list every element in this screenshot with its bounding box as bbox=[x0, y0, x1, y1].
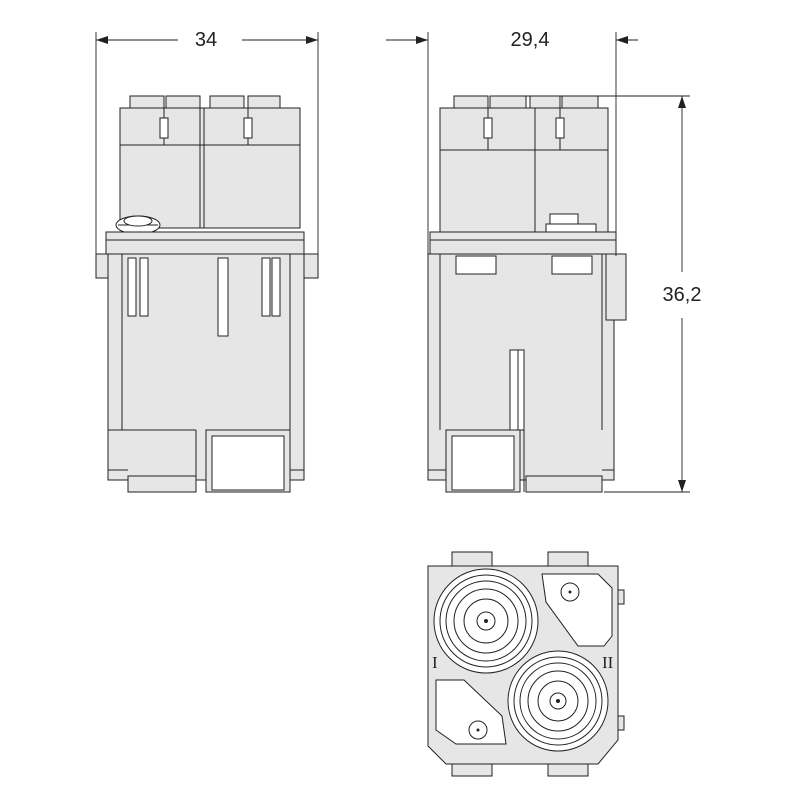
dimension-width-side: 29,4 bbox=[386, 29, 638, 256]
contact-label-1: I bbox=[432, 653, 438, 672]
side-terminal-block bbox=[439, 95, 609, 233]
top-view-tab bbox=[451, 551, 493, 567]
side-flange-plate bbox=[429, 231, 617, 241]
coax-contact-2 bbox=[507, 650, 609, 752]
front-screw bbox=[115, 215, 161, 235]
front-terminal-block bbox=[119, 95, 301, 229]
dimension-label-36-2: 36,2 bbox=[663, 284, 702, 306]
side-body bbox=[427, 253, 627, 493]
front-body bbox=[95, 253, 319, 493]
dimension-label-29-4: 29,4 bbox=[511, 29, 550, 51]
dimension-width-front: 34 bbox=[95, 29, 319, 256]
front-view bbox=[95, 95, 319, 493]
dimension-height-side: 36,2 bbox=[524, 95, 702, 493]
top-view: I II bbox=[427, 551, 625, 777]
lower-pocket bbox=[435, 679, 507, 745]
upper-pocket bbox=[541, 573, 613, 647]
coax-contact-1 bbox=[433, 568, 539, 674]
front-flange-plate bbox=[105, 231, 305, 241]
contact-label-2: II bbox=[602, 653, 614, 672]
dimension-label-34: 34 bbox=[195, 29, 217, 51]
side-view bbox=[427, 95, 627, 493]
